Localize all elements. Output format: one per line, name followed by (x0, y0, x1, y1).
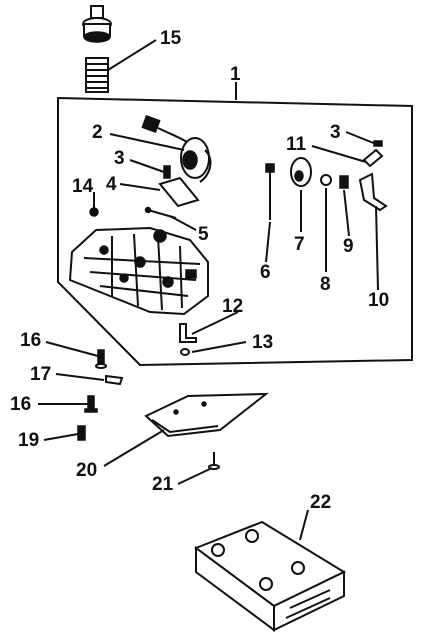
part-17-clip (105, 374, 124, 386)
part-15-bolt-spring (82, 5, 112, 93)
callout-4: 4 (106, 174, 117, 195)
part-21-screw (208, 452, 220, 470)
part-14-check-ball (89, 207, 99, 217)
callout-17: 17 (30, 364, 51, 385)
callout-6: 6 (260, 262, 271, 283)
part-3-screw-left (163, 165, 171, 179)
part-9-spring (339, 175, 349, 189)
part-8-ball (320, 174, 332, 186)
callout-10: 10 (368, 290, 389, 311)
callout-5: 5 (198, 224, 209, 245)
callout-13: 13 (252, 332, 273, 353)
callout-12: 12 (222, 296, 243, 317)
leader-lines (38, 39, 379, 541)
callout-16-upper: 16 (20, 330, 41, 351)
callout-20: 20 (76, 460, 97, 481)
valve-body (68, 226, 209, 316)
part-4-bracket (158, 176, 200, 208)
part-13-fitting (180, 348, 190, 356)
part-1-housing-outline (57, 96, 413, 367)
part-22-pan (193, 520, 347, 632)
callout-3-left: 3 (114, 148, 125, 169)
part-11-plate (362, 148, 384, 168)
callout-labels: 15 1 2 3 4 5 14 6 7 8 9 10 11 3 12 13 16… (10, 28, 389, 513)
callout-3-right: 3 (330, 122, 341, 143)
part-10-bracket (358, 172, 388, 212)
callout-19: 19 (18, 430, 39, 451)
part-7-cup (290, 157, 312, 187)
callout-2: 2 (92, 122, 103, 143)
part-16-bolt-upper (95, 349, 107, 369)
part-19-plug (77, 425, 86, 441)
callout-21: 21 (152, 474, 174, 495)
callout-9: 9 (343, 236, 354, 257)
callout-7: 7 (294, 234, 305, 255)
callout-8: 8 (320, 274, 331, 295)
callout-16-lower: 16 (10, 394, 31, 415)
part-2-solenoid (141, 115, 212, 183)
part-12-l-bracket (179, 323, 197, 343)
part-6-rod (265, 163, 275, 220)
callout-22: 22 (310, 492, 331, 513)
part-20-filter (144, 392, 269, 438)
callout-11: 11 (286, 134, 307, 155)
callout-1: 1 (230, 64, 241, 85)
callout-14: 14 (72, 176, 94, 197)
callout-15: 15 (160, 28, 182, 49)
